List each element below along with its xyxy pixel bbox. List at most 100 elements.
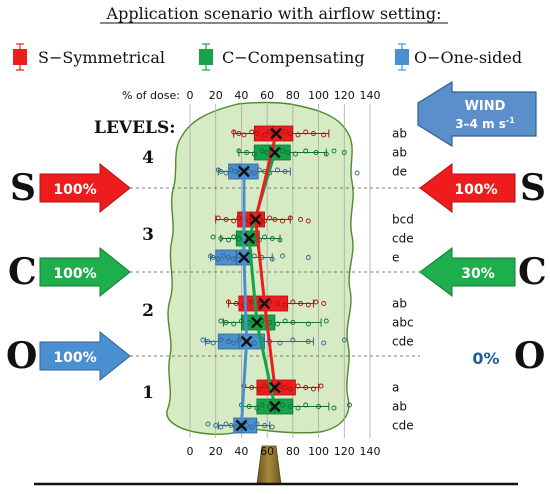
data-point bbox=[287, 404, 293, 409]
data-point bbox=[354, 170, 360, 176]
data-point bbox=[231, 340, 237, 346]
data-point bbox=[262, 383, 268, 389]
data-point bbox=[287, 386, 293, 392]
data-point bbox=[236, 148, 242, 154]
mean-marker-stroke bbox=[238, 165, 250, 178]
x-tick-label: 120 bbox=[334, 89, 355, 102]
data-point bbox=[244, 423, 250, 428]
left-settings: S 100% C 100% O 100% bbox=[6, 162, 131, 382]
x-tick-label: 40 bbox=[234, 89, 248, 102]
data-point bbox=[303, 402, 309, 408]
mean-marker bbox=[269, 381, 281, 394]
mean-marker-stroke bbox=[258, 297, 271, 310]
data-point bbox=[213, 423, 219, 428]
data-point bbox=[323, 151, 329, 157]
data-point bbox=[313, 299, 319, 305]
data-point bbox=[331, 405, 337, 411]
data-point bbox=[205, 339, 211, 344]
data-point bbox=[215, 256, 221, 262]
data-point bbox=[321, 301, 327, 306]
x-tick-label: 140 bbox=[360, 445, 381, 458]
x-tick-label: 100 bbox=[308, 445, 329, 458]
data-point bbox=[236, 131, 242, 136]
legend-swatch bbox=[13, 49, 27, 65]
significance-letter: ab bbox=[392, 127, 407, 141]
data-point bbox=[226, 299, 232, 305]
data-point bbox=[287, 131, 293, 136]
data-point bbox=[256, 301, 262, 306]
legend-entry-symmetrical: S−Symmetrical bbox=[13, 43, 165, 71]
data-point bbox=[218, 318, 224, 324]
data-point bbox=[269, 424, 275, 430]
data-point bbox=[323, 318, 329, 324]
data-point bbox=[231, 218, 237, 224]
data-point bbox=[310, 386, 316, 392]
data-point bbox=[200, 337, 206, 343]
data-point bbox=[331, 148, 337, 154]
chart-title: Application scenario with airflow settin… bbox=[106, 4, 442, 23]
data-point bbox=[274, 321, 280, 327]
data-point bbox=[280, 218, 286, 224]
mean-markers bbox=[235, 127, 282, 432]
data-point bbox=[251, 170, 257, 176]
data-point bbox=[282, 169, 288, 174]
mean-marker-stroke bbox=[243, 232, 255, 245]
data-point bbox=[267, 215, 273, 221]
data-point bbox=[251, 253, 257, 259]
data-point bbox=[321, 340, 327, 346]
data-point bbox=[305, 302, 311, 308]
data-point bbox=[246, 169, 252, 174]
legend-entry-one-sided: O−One-sided bbox=[395, 43, 522, 71]
significance-letter: e bbox=[392, 251, 399, 265]
legend-label: O−One-sided bbox=[414, 48, 522, 67]
mean-marker-stroke bbox=[238, 251, 250, 264]
data-point bbox=[244, 150, 250, 155]
data-point bbox=[316, 404, 322, 409]
legend: S−Symmetrical C−Compensating O−One-sided bbox=[13, 43, 522, 71]
data-point bbox=[231, 256, 237, 262]
level-label: 2 bbox=[142, 301, 154, 321]
data-point bbox=[256, 217, 262, 222]
mean-marker bbox=[269, 146, 281, 159]
x-tick-label: 40 bbox=[234, 445, 248, 458]
data-point bbox=[249, 424, 255, 430]
mean-marker bbox=[270, 127, 282, 140]
data-point bbox=[256, 386, 262, 392]
x-tick-label: 60 bbox=[260, 89, 274, 102]
data-point bbox=[282, 385, 288, 390]
right-arrow-c bbox=[419, 247, 516, 297]
data-point bbox=[223, 320, 229, 325]
x-axis-label: % of dose: bbox=[122, 89, 180, 102]
x-tick-label: 60 bbox=[260, 445, 274, 458]
data-point bbox=[280, 148, 286, 154]
data-point bbox=[282, 129, 288, 135]
mean-marker bbox=[258, 297, 271, 310]
data-point bbox=[305, 321, 311, 327]
data-point bbox=[277, 237, 283, 243]
x-tick-label: 120 bbox=[334, 445, 355, 458]
data-point bbox=[223, 170, 229, 176]
mean-marker bbox=[235, 419, 248, 432]
data-point bbox=[298, 301, 304, 306]
left-letter-s: S bbox=[10, 167, 36, 209]
data-point bbox=[313, 150, 319, 155]
right-arrow-s bbox=[419, 163, 516, 213]
significance-letter: a bbox=[392, 381, 399, 395]
right-pct-o: 0% bbox=[472, 349, 499, 368]
significance-letter: de bbox=[392, 165, 407, 179]
box-plot bbox=[231, 125, 330, 142]
data-point bbox=[226, 237, 232, 243]
data-point bbox=[282, 318, 288, 324]
mean-marker-stroke bbox=[251, 316, 263, 329]
data-point bbox=[226, 255, 232, 260]
data-point bbox=[305, 255, 311, 260]
left-pct-c: 100% bbox=[53, 266, 96, 282]
data-point bbox=[290, 299, 296, 305]
data-point bbox=[298, 217, 304, 222]
data-point bbox=[267, 404, 273, 409]
level-label: 4 bbox=[142, 148, 154, 168]
legend-swatch bbox=[395, 49, 409, 65]
wind-label: WIND bbox=[465, 99, 506, 114]
data-point bbox=[233, 301, 239, 306]
